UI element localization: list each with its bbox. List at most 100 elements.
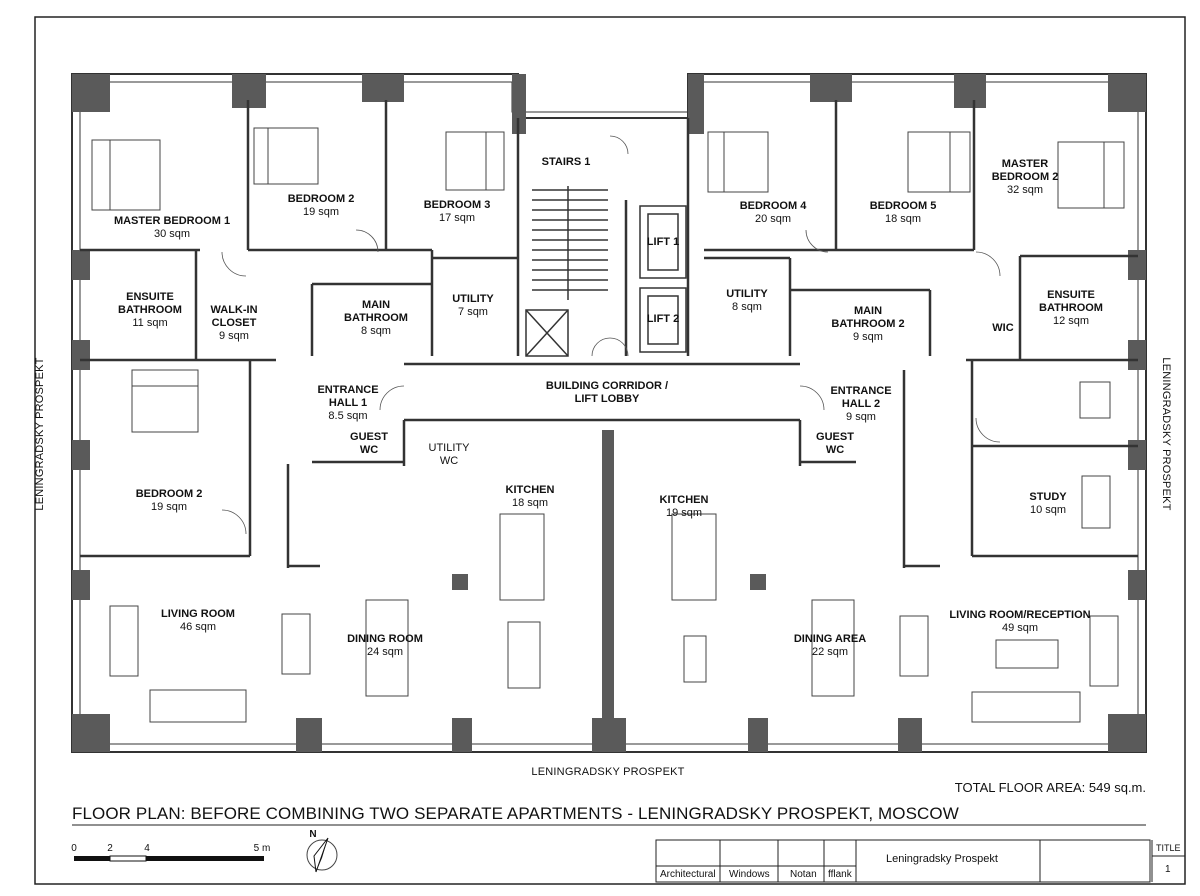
room-area: 7 sqm [458, 306, 488, 318]
room-name: BEDROOM 2 [287, 193, 355, 205]
core [525, 186, 687, 357]
room-name-line-2: BATHROOM [118, 304, 182, 316]
room-area: 8 sqm [361, 325, 391, 337]
room-name: WALK-IN [210, 304, 258, 316]
door-swings [221, 135, 1001, 535]
room-name: STUDY [1029, 491, 1067, 503]
title-block [655, 839, 1185, 883]
room-name: UTILITY [726, 288, 768, 300]
title-block-title-label: TITLE [1156, 843, 1181, 853]
room-name: GUEST [816, 431, 854, 443]
room-area: 20 sqm [754, 213, 792, 225]
north-arrow-icon [313, 837, 329, 873]
north-label: N [309, 829, 317, 840]
room-area: 22 sqm [811, 646, 849, 658]
plan-title: FLOOR PLAN: BEFORE COMBINING TWO SEPARAT… [72, 804, 959, 823]
room-area: 46 sqm [179, 621, 217, 633]
title-block-cell-architectural: Architectural [660, 869, 716, 880]
room-area: 32 sqm [1006, 184, 1044, 196]
room-area: 49 sqm [1001, 622, 1039, 634]
room-name-line-2: WC [439, 455, 459, 467]
room-name: BEDROOM 5 [869, 200, 937, 212]
scale-tick-5m: 5 m [253, 843, 271, 854]
room-name: BEDROOM 4 [739, 200, 807, 212]
street-label-bottom: LENINGRADSKY PROSPEKT [531, 766, 685, 778]
total-floor-area: TOTAL FLOOR AREA: 549 sq.m. [954, 780, 1146, 795]
sheet-border [34, 16, 1186, 885]
room-name-line-2: WC [359, 444, 379, 456]
room-name: BUILDING CORRIDOR / [545, 380, 669, 392]
structural-columns [72, 74, 1146, 752]
title-block-project: Leningradsky Prospekt [886, 853, 998, 865]
room-name: LIFT 1 [646, 236, 680, 248]
room-area: 19 sqm [665, 507, 703, 519]
title-block-cell-windows: Windows [729, 869, 770, 880]
room-name: UTILITY [428, 442, 470, 454]
title-block-sheet-number: 1 [1165, 864, 1171, 875]
room-name: LIVING ROOM/RECEPTION [949, 609, 1091, 621]
room-name: ENSUITE [126, 291, 174, 303]
room-area: 18 sqm [511, 497, 549, 509]
street-label-left: LENINGRADSKY PROSPEKT [34, 357, 46, 511]
scale-bar [74, 855, 264, 862]
room-name: WIC [992, 322, 1014, 334]
room-name: MAIN [853, 305, 883, 317]
room-stairs-1: STAIRS 1 [542, 156, 591, 169]
room-name-line-2: CLOSET [211, 317, 257, 329]
room-area: 12 sqm [1052, 315, 1090, 327]
title-block-cell-fflank: fflank [828, 869, 852, 880]
scale-tick-2: 2 [107, 843, 113, 854]
room-area: 8.5 sqm [328, 410, 368, 422]
room-name-line-2: BEDROOM 2 [991, 171, 1059, 183]
room-name: MASTER BEDROOM 1 [113, 215, 231, 227]
room-name: ENTRANCE [830, 385, 892, 397]
room-name: KITCHEN [659, 494, 709, 506]
room-name: DINING AREA [793, 633, 867, 645]
room-name: BEDROOM 3 [423, 199, 491, 211]
room-name: GUEST [350, 431, 388, 443]
room-area: 9 sqm [846, 411, 876, 423]
room-area: 9 sqm [853, 331, 883, 343]
room-wic: WIC [992, 322, 1013, 335]
scale-tick-0: 0 [71, 843, 77, 854]
room-name: DINING ROOM [347, 633, 423, 645]
room-name: KITCHEN [505, 484, 555, 496]
room-name: STAIRS 1 [541, 156, 591, 168]
room-area: 10 sqm [1029, 504, 1067, 516]
room-building-corridor: BUILDING CORRIDOR /LIFT LOBBY [546, 380, 668, 406]
interior-walls [80, 100, 1138, 568]
room-name: UTILITY [452, 293, 494, 305]
street-label-right: LENINGRADSKY PROSPEKT [1160, 357, 1172, 511]
room-area: 24 sqm [366, 646, 404, 658]
room-name: LIFT 2 [646, 313, 680, 325]
room-name-line-2: HALL 1 [328, 397, 368, 409]
room-area: 8 sqm [732, 301, 762, 313]
room-name-line-2: BATHROOM [344, 312, 408, 324]
room-area: 19 sqm [302, 206, 340, 218]
room-area: 18 sqm [884, 213, 922, 225]
title-block-cell-notan: Notan [790, 869, 817, 880]
room-area: 30 sqm [153, 228, 191, 240]
